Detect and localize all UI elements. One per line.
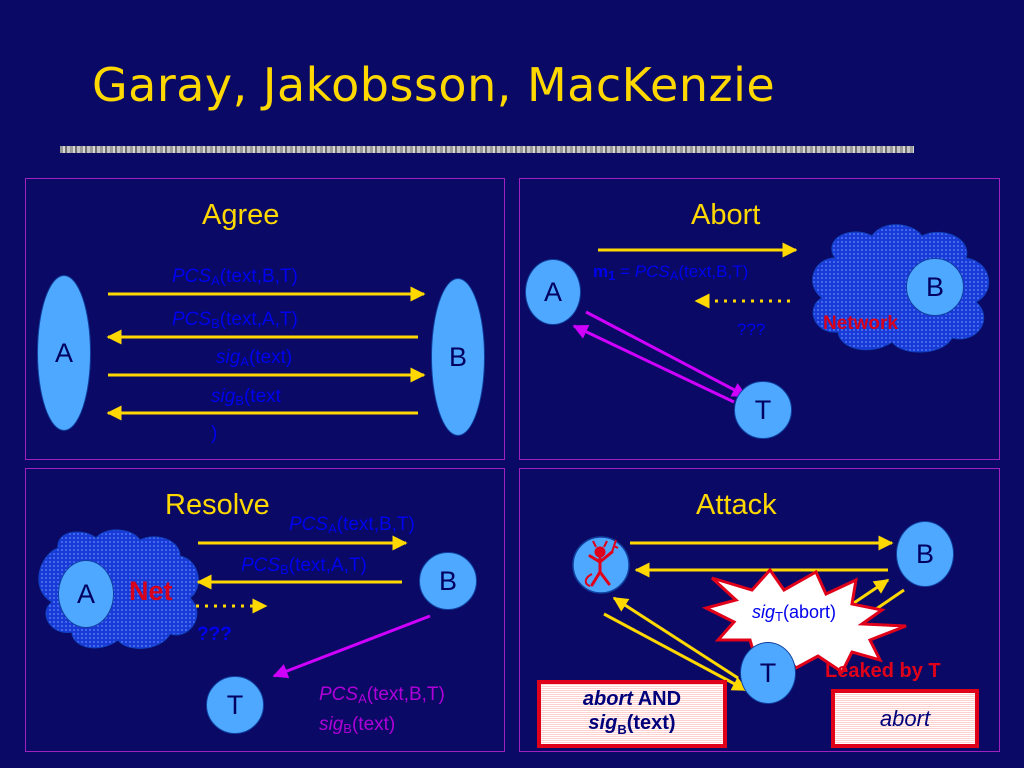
agree-party-b: B: [431, 278, 485, 436]
panel-resolve: [25, 468, 505, 752]
agree-msg-1: PCSA(text,B,T): [172, 266, 298, 288]
agree-title: Agree: [202, 199, 280, 231]
slide-title: Garay, Jakobsson, MacKenzie: [92, 58, 776, 112]
panel-abort: [519, 178, 1000, 460]
resolve-title: Resolve: [165, 489, 270, 521]
abort-party-a: A: [525, 259, 581, 325]
attack-box-abort-and-sig: abort AND sigB(text): [537, 680, 727, 748]
attack-leaked-label: Leaked by T: [825, 660, 941, 682]
agree-msg-4: sigB(text: [211, 386, 281, 408]
attack-box-abort: abort: [831, 689, 979, 748]
resolve-arrow-b-to-t: [272, 614, 431, 679]
abort-msg-1: m1 = PCSA(text,B,T): [593, 262, 749, 283]
resolve-msg-1: PCSA(text,B,T): [289, 514, 415, 536]
attack-party-b: B: [896, 521, 954, 587]
title-divider: [60, 146, 914, 153]
resolve-question: ???: [197, 624, 232, 645]
resolve-party-a: A: [58, 560, 114, 628]
abort-network-label: Network: [823, 313, 898, 334]
resolve-to-t-msg-1: PCSA(text,B,T): [319, 684, 445, 706]
resolve-party-t: T: [206, 676, 264, 734]
panel-agree: [25, 178, 505, 460]
abort-question: ???: [737, 320, 766, 339]
abort-arrow-t-to-a: [572, 324, 735, 404]
resolve-net-label: Net: [129, 576, 173, 606]
attack-arrow-4: [603, 612, 748, 692]
agree-party-a: A: [37, 275, 91, 431]
agree-msg-2: PCSB(text,A,T): [172, 309, 298, 331]
attack-title: Attack: [696, 489, 777, 521]
agree-msg-3: sigA(text): [216, 347, 293, 369]
abort-party-b: B: [906, 258, 964, 316]
agree-msg-4-wrap: ): [211, 423, 218, 444]
resolve-party-b: B: [419, 552, 477, 610]
panel-attack: [519, 468, 1000, 752]
abort-party-t: T: [734, 381, 792, 439]
attack-party-t: T: [740, 642, 796, 704]
devil-icon: [584, 539, 619, 587]
resolve-msg-2: PCSB(text,A,T): [241, 555, 367, 577]
resolve-to-t-msg-2: sigB(text): [319, 714, 396, 736]
abort-arrow-a-to-t: [585, 310, 748, 398]
attack-sig-t: sigT(abort): [752, 602, 836, 624]
attack-arrow-3: [612, 596, 739, 680]
abort-network-cloud: [812, 224, 990, 353]
abort-title: Abort: [691, 199, 761, 231]
